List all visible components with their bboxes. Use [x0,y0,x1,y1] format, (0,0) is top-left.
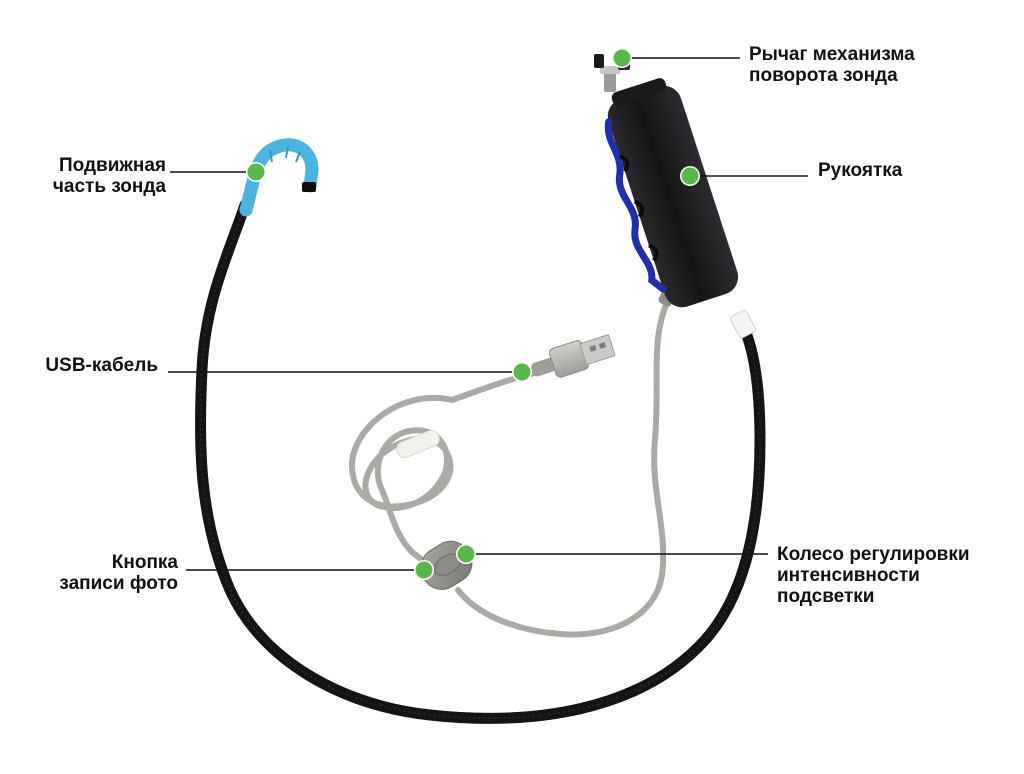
handle-grip-notches [619,154,659,262]
label-photo-button-line-1: Кнопка [111,552,178,573]
handle [604,78,739,308]
marker-dot-usb [513,363,531,381]
label-lever-line-1: Рычаг механизма [749,44,915,65]
usb-cable-lower [455,297,671,638]
handle-body [607,85,739,308]
probe-tip-lens [302,182,316,192]
handle-top-cap [611,78,667,106]
label-light-wheel-line-1: Колесо регулировки [777,544,970,565]
label-photo-button-line-2: записи фото [59,573,178,594]
label-light-wheel: Колесо регулировки интенсивности подсвет… [777,544,970,607]
label-probe-tip-line-1: Подвижная [58,155,166,176]
marker-dot-photo-button [415,561,433,579]
label-probe-tip: Подвижная часть зонда [53,155,166,197]
label-usb-line-1: USB-кабель [45,355,158,376]
cable-tie [396,429,440,459]
probe-tip-bands [269,145,301,163]
usb-cable [348,281,680,638]
marker-dot-handle [681,167,699,185]
marker-dot-probe-tip [247,163,265,181]
label-usb: USB-кабель [45,355,158,376]
usb-cable-wire [348,367,551,569]
label-light-wheel-line-2: интенсивности [777,565,920,586]
marker-dot-lever [613,49,631,67]
label-lever: Рычаг механизма поворота зонда [749,44,915,86]
label-probe-tip-line-2: часть зонда [52,176,166,197]
marker-dot-light-wheel [457,545,475,563]
usb-plug [531,334,616,378]
label-handle: Рукоятка [818,160,902,181]
handle-grip-accent [604,118,667,293]
label-photo-button: Кнопка записи фото [59,552,178,594]
label-light-wheel-line-3: подсветки [777,586,875,607]
label-lever-line-2: поворота зонда [749,65,898,86]
label-handle-line-1: Рукоятка [818,160,903,181]
callouts [168,48,808,580]
sheath-collar [729,309,757,339]
